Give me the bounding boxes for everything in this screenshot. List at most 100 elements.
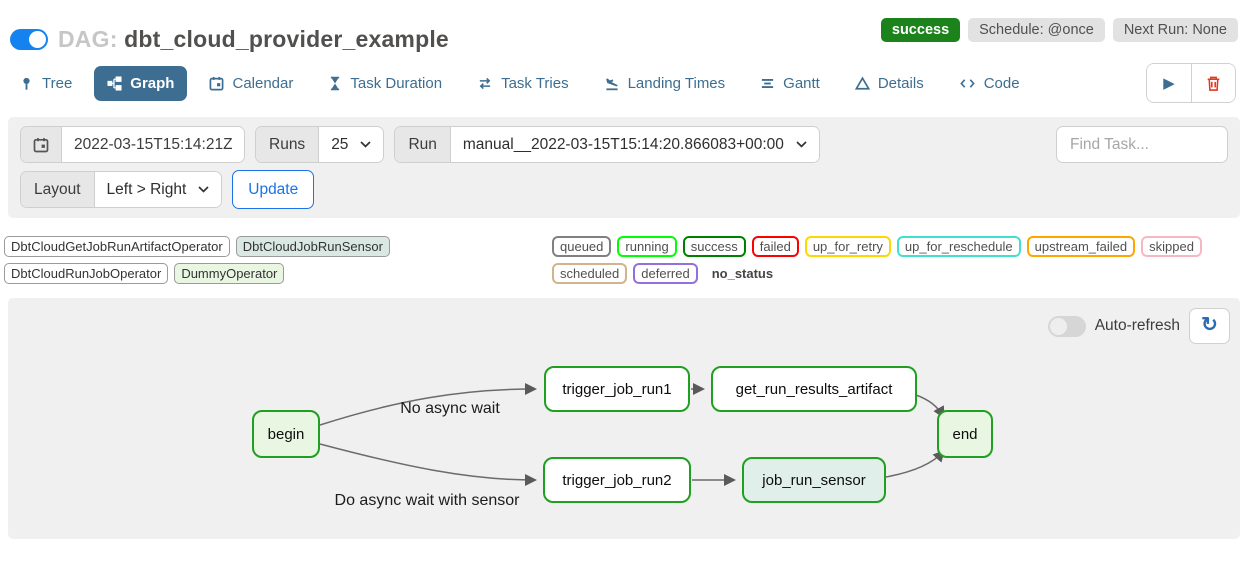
header: DAG: dbt_cloud_provider_example success …: [0, 0, 1248, 53]
gantt-icon: [760, 76, 775, 91]
edge-sensor-end: [885, 449, 946, 478]
toggle-knob: [29, 31, 46, 48]
calendar-icon: [209, 76, 224, 91]
tab-label: Task Tries: [501, 74, 569, 92]
refresh-button[interactable]: ↻: [1189, 308, 1230, 344]
delete-dag-button[interactable]: [1191, 64, 1235, 102]
operator-badge: DummyOperator: [174, 263, 285, 284]
runs-group: Runs 25: [255, 126, 385, 163]
status-badge-up_for_retry: up_for_retry: [804, 236, 891, 257]
status-badge-queued: queued: [552, 236, 612, 257]
repeat-icon: [477, 76, 493, 91]
layout-select[interactable]: Left > Right: [94, 172, 222, 207]
base-date-input[interactable]: [62, 127, 244, 162]
edge-label: No async wait: [400, 400, 500, 417]
tab-label: Details: [877, 74, 924, 92]
status-badge-deferred: deferred: [633, 263, 698, 284]
edge-label: Do async wait with sensor: [334, 492, 520, 509]
graph-icon: [107, 75, 122, 91]
hourglass-icon: [328, 76, 342, 91]
tab-label: Landing Times: [627, 74, 726, 92]
tab-list: Tree Graph Calendar Task Duration Task Tries…: [6, 65, 1033, 101]
update-button[interactable]: Update: [232, 170, 315, 209]
tab-details[interactable]: Details: [842, 66, 937, 101]
status-badge-up_for_reschedule: up_for_reschedule: [896, 236, 1021, 257]
header-badges: success Schedule: @once Next Run: None: [880, 18, 1238, 42]
run-label: Run: [395, 127, 451, 162]
tab-task-tries[interactable]: Task Tries: [464, 66, 582, 101]
edge-begin-trigger1: [319, 383, 537, 426]
tab-task-duration[interactable]: Task Duration: [315, 66, 455, 101]
runs-select[interactable]: 25: [319, 127, 384, 162]
schedule-badge[interactable]: Schedule: @once: [968, 18, 1105, 42]
graph-canvas[interactable]: Auto-refresh ↻ begin trigger_job_run1 get_…: [8, 298, 1240, 539]
tab-label: Graph: [130, 74, 175, 92]
tab-graph[interactable]: Graph: [94, 65, 188, 101]
tab-tree[interactable]: Tree: [6, 66, 85, 101]
run-select[interactable]: manual__2022-03-15T15:14:20.866083+00:00: [450, 127, 819, 162]
tab-label: Gantt: [783, 74, 820, 92]
graph-node-begin[interactable]: begin: [252, 410, 320, 458]
dag-status-badge[interactable]: success: [880, 18, 961, 42]
page-title: DAG: dbt_cloud_provider_example: [58, 26, 449, 53]
calendar-icon: [21, 127, 62, 162]
status-badge-failed: failed: [751, 236, 799, 257]
dag-pause-toggle[interactable]: [10, 29, 48, 50]
auto-refresh-toggle[interactable]: [1047, 315, 1086, 337]
status-badge-scheduled: scheduled: [552, 263, 628, 284]
status-badge-no_status: no_status: [711, 266, 774, 281]
tab-label: Task Duration: [350, 74, 443, 92]
dag-name-label: dbt_cloud_provider_example: [124, 26, 449, 52]
chevron-down-icon: [360, 141, 372, 148]
tab-landing-times[interactable]: Landing Times: [591, 66, 739, 101]
edge-begin-trigger2: [319, 443, 537, 486]
trigger-dag-button[interactable]: ▶: [1147, 64, 1191, 102]
status-badge-skipped: skipped: [1141, 236, 1202, 257]
find-task-input[interactable]: [1056, 126, 1228, 163]
graph-node-end[interactable]: end: [937, 410, 993, 458]
code-icon: [959, 76, 976, 91]
layout-select-value: Left > Right: [106, 180, 187, 198]
graph-node-trigger_job_run1[interactable]: trigger_job_run1: [544, 366, 690, 412]
tree-icon: [19, 76, 34, 91]
runs-select-value: 25: [331, 135, 349, 153]
tab-code[interactable]: Code: [946, 66, 1033, 101]
run-select-value: manual__2022-03-15T15:14:20.866083+00:00: [462, 135, 784, 153]
refresh-controls: Auto-refresh ↻: [1047, 308, 1230, 344]
graph-node-get_run_results_artifact[interactable]: get_run_results_artifact: [711, 366, 917, 412]
toggle-knob: [1049, 317, 1067, 335]
status-badge-success: success: [682, 236, 746, 257]
auto-refresh-label: Auto-refresh: [1094, 317, 1180, 334]
status-badge-running: running: [617, 236, 677, 257]
status-badge-upstream_failed: upstream_failed: [1026, 236, 1136, 257]
landing-icon: [604, 76, 620, 91]
view-tabbar: Tree Graph Calendar Task Duration Task Tries…: [0, 53, 1248, 111]
next-run-badge: Next Run: None: [1112, 18, 1238, 42]
chevron-down-icon: [796, 141, 807, 148]
operator-badge: DbtCloudRunJobOperator: [4, 263, 169, 284]
run-group: Run manual__2022-03-15T15:14:20.866083+0…: [394, 126, 820, 163]
graph-node-trigger_job_run2[interactable]: trigger_job_run2: [543, 457, 691, 503]
dag-action-buttons: ▶: [1146, 63, 1236, 103]
layout-group: Layout Left > Right: [20, 171, 223, 208]
operator-badge: DbtCloudGetJobRunArtifactOperator: [4, 236, 230, 257]
tab-calendar[interactable]: Calendar: [196, 66, 306, 101]
tab-gantt[interactable]: Gantt: [747, 66, 833, 101]
tab-label: Calendar: [232, 74, 294, 92]
graph-filterbar: Runs 25 Run manual__2022-03-15T15:14:20.…: [8, 117, 1240, 218]
play-icon: ▶: [1163, 75, 1175, 92]
graph-node-job_run_sensor[interactable]: job_run_sensor: [742, 457, 886, 503]
dag-prefix-label: DAG:: [58, 26, 118, 52]
runs-label: Runs: [256, 127, 320, 162]
graph-edges: [319, 383, 946, 486]
tab-label: Code: [983, 74, 1020, 92]
tab-label: Tree: [42, 74, 73, 92]
details-icon: [854, 75, 870, 91]
trash-icon: [1205, 75, 1222, 92]
refresh-icon: ↻: [1201, 314, 1218, 336]
layout-label: Layout: [21, 172, 95, 207]
operator-badge: DbtCloudJobRunSensor: [235, 236, 390, 257]
